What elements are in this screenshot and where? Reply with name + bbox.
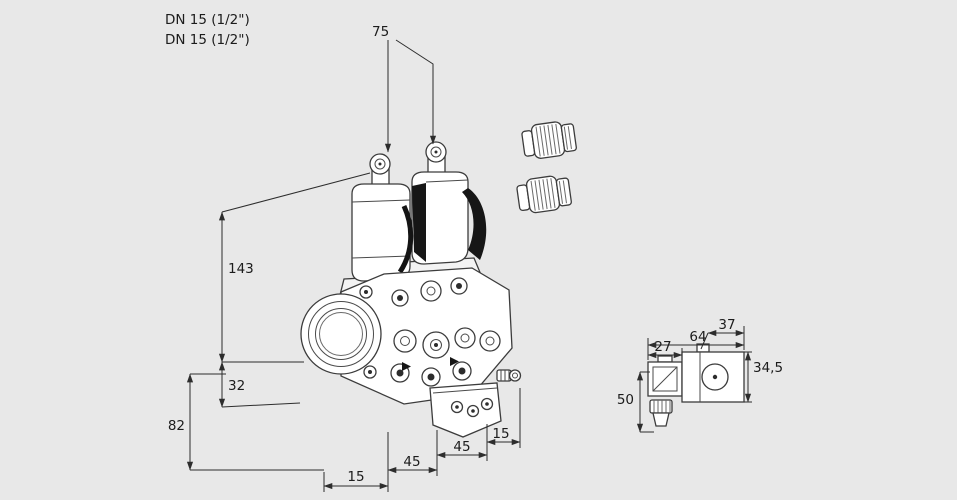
knurled-nut: [649, 399, 673, 427]
dim-32-label: 32: [228, 378, 245, 394]
dim-15-bottom-right-label: 15: [492, 426, 509, 442]
accessory-part-lower: [516, 175, 572, 214]
dim-45-left-label: 45: [403, 454, 420, 470]
dim-143-label: 143: [228, 261, 254, 277]
accessory-part-upper: [521, 121, 577, 159]
actuator-right: [399, 141, 487, 287]
flow-arrow-icon: [402, 362, 411, 371]
dimension-lines: [186, 39, 752, 492]
bottom-block: [429, 382, 502, 438]
dim-34-5-label: 34,5: [753, 360, 783, 376]
inlet-flange: [300, 293, 382, 375]
dn-label-1: DN 15 (1/2"): [165, 12, 250, 28]
valve-body: [300, 267, 522, 438]
dim-75-label: 75: [372, 24, 389, 40]
flow-arrow-icon: [450, 357, 459, 366]
dim-37-label: 37: [718, 317, 735, 333]
dn-label-2: DN 15 (1/2"): [165, 32, 250, 48]
dim-45-right-label: 45: [453, 439, 470, 455]
valve-assembly: [300, 141, 522, 438]
dim-27-label: 27: [654, 339, 671, 355]
dim-64-label: 64: [689, 329, 706, 345]
dim-82-label: 82: [168, 418, 185, 434]
dim-15-bottom-left-label: 15: [347, 469, 364, 485]
solenoid-side-view: [647, 343, 745, 427]
body-ports: [359, 277, 501, 387]
labels: DN 15 (1/2") DN 15 (1/2") 75 143 32 82 1…: [165, 12, 783, 485]
dim-50-label: 50: [617, 392, 634, 408]
